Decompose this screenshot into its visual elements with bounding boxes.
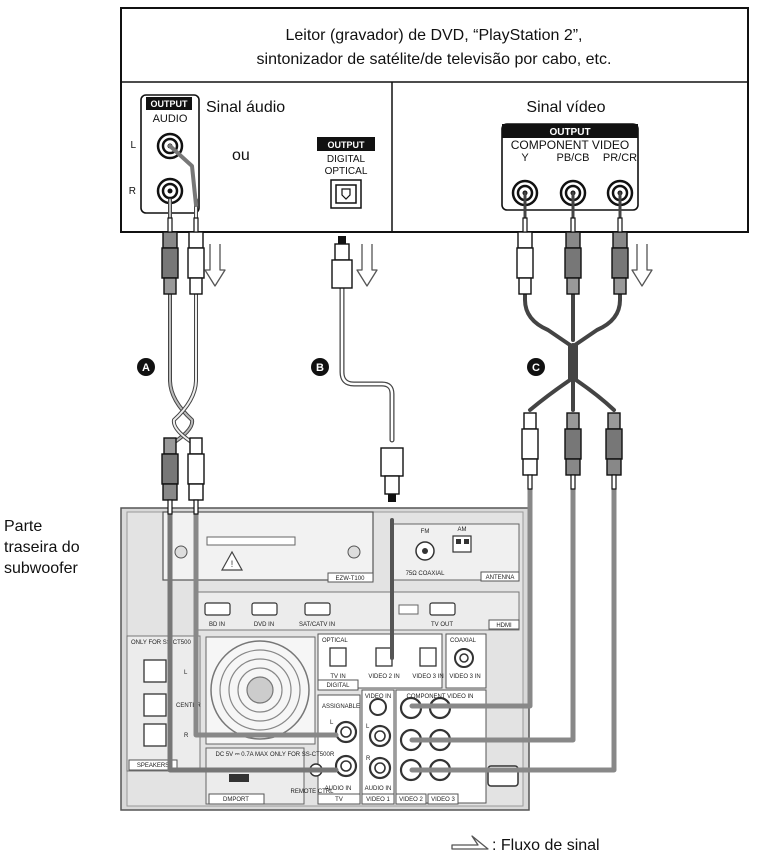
audio-label: AUDIO xyxy=(153,113,188,125)
svg-text:A: A xyxy=(142,362,150,374)
svg-text:VIDEO IN: VIDEO IN xyxy=(365,694,391,700)
ou-label: ou xyxy=(232,147,250,164)
subwoofer-rear-panel: ! EZW-T100 FM 75Ω COAXIAL AM ANTENNA xyxy=(120,507,530,811)
svg-text:ONLY FOR SS-CT500: ONLY FOR SS-CT500 xyxy=(131,640,191,646)
flow-arrow-icon xyxy=(451,835,489,850)
component-y-label: Y xyxy=(521,152,529,164)
svg-text:AUDIO IN: AUDIO IN xyxy=(325,786,352,792)
svg-text:B: B xyxy=(316,362,324,374)
flow-arrows xyxy=(204,243,653,287)
svg-text:OUTPUT: OUTPUT xyxy=(549,127,590,138)
svg-text:DC 5V ⎓ 0.7A MAX: DC 5V ⎓ 0.7A MAX xyxy=(216,752,268,758)
digital-label: DIGITAL xyxy=(327,683,351,689)
svg-text:L: L xyxy=(184,670,188,676)
optical-line1: DIGITAL xyxy=(327,154,366,165)
svg-text:OPTICAL: OPTICAL xyxy=(322,638,348,644)
source-device: Leitor (gravador) de DVD, “PlayStation 2… xyxy=(120,7,749,233)
component-pb-label: PB/CB xyxy=(556,152,589,164)
audio-left-label: L xyxy=(130,140,136,151)
digital-inputs: OPTICAL TV IN VIDEO 2 IN VIDEO 3 IN DIGI… xyxy=(317,633,487,691)
svg-text:OUTPUT: OUTPUT xyxy=(328,140,366,150)
audio-section-label: Sinal áudio xyxy=(206,99,285,116)
svg-text:REMOTE CTRL: REMOTE CTRL xyxy=(290,789,334,795)
cable-label-a: A xyxy=(137,358,155,376)
component-output-block: OUTPUT COMPONENT VIDEO Y PB/CB PR/CR xyxy=(501,123,639,211)
svg-text:SAT/CATV IN: SAT/CATV IN xyxy=(299,622,335,628)
svg-text:TV: TV xyxy=(335,797,343,803)
legend-text: : Fluxo de sinal xyxy=(492,837,600,854)
svg-text:R: R xyxy=(366,756,371,762)
hdmi-block: BD IN DVD IN SAT/CATV IN TV OUT HDMI xyxy=(195,591,520,631)
svg-text:BD IN: BD IN xyxy=(209,622,225,628)
svg-text:traseira do: traseira do xyxy=(4,539,80,556)
svg-text:subwoofer: subwoofer xyxy=(4,560,78,577)
svg-text:OUTPUT: OUTPUT xyxy=(151,99,189,109)
svg-text:L: L xyxy=(366,724,370,730)
svg-text:VIDEO 1: VIDEO 1 xyxy=(366,797,390,803)
svg-text:R: R xyxy=(330,752,335,758)
optical-output-block: OUTPUT DIGITAL OPTICAL xyxy=(317,137,375,209)
svg-text:Parte: Parte xyxy=(4,518,42,535)
svg-text:DVD IN: DVD IN xyxy=(254,622,274,628)
svg-text:!: ! xyxy=(231,559,234,569)
cables xyxy=(167,144,622,773)
optical-output-badge xyxy=(317,137,375,151)
audio-output-block: OUTPUT AUDIO L R xyxy=(129,94,200,214)
video-section-label: Sinal vídeo xyxy=(526,99,605,116)
component-pr-label: PR/CR xyxy=(603,152,637,164)
svg-text:CENTER: CENTER xyxy=(176,703,201,709)
antenna-block: FM 75Ω COAXIAL AM ANTENNA xyxy=(390,523,520,582)
speakers-label: SPEAKERS xyxy=(137,763,169,769)
ezw-label: EZW-T100 xyxy=(336,576,366,582)
analog-inputs: ASSIGNABLE L R AUDIO IN TV VIDEO IN L R … xyxy=(317,689,493,805)
device-title-line2: sintonizador de satélite/de televisão po… xyxy=(257,51,612,68)
antenna-label: ANTENNA xyxy=(486,575,515,581)
optical-line2: OPTICAL xyxy=(325,166,368,177)
subwoofer-label: Parte traseira do subwoofer xyxy=(4,518,80,577)
svg-text:VIDEO 2 IN: VIDEO 2 IN xyxy=(368,674,399,680)
audio-output-badge xyxy=(146,97,192,110)
component-output-badge xyxy=(502,124,638,138)
dmport-block: DC 5V ⎓ 0.7A MAX ONLY FOR SS-CT500 DMPOR… xyxy=(205,747,519,805)
cable-label-c: C xyxy=(527,358,545,376)
audio-right-label: R xyxy=(129,186,136,197)
speakers-block: ONLY FOR SS-CT500 L CENTER R SPEAKERS xyxy=(126,635,201,772)
svg-text:ONLY FOR SS-CT500: ONLY FOR SS-CT500 xyxy=(270,752,330,758)
svg-text:TV IN: TV IN xyxy=(330,674,345,680)
hdmi-label: HDMI xyxy=(496,623,512,629)
svg-text:VIDEO 2: VIDEO 2 xyxy=(399,797,423,803)
svg-text:C: C xyxy=(532,362,540,374)
svg-text:COAXIAL: COAXIAL xyxy=(450,638,477,644)
svg-text:L: L xyxy=(330,720,334,726)
svg-text:AUDIO IN: AUDIO IN xyxy=(365,786,392,792)
svg-text:VIDEO 3 IN: VIDEO 3 IN xyxy=(449,674,480,680)
svg-text:FM: FM xyxy=(421,529,430,535)
dmport-label: DMPORT xyxy=(223,797,249,803)
component-label: COMPONENT VIDEO xyxy=(511,138,629,152)
svg-text:75Ω COAXIAL: 75Ω COAXIAL xyxy=(406,571,445,577)
svg-text:R: R xyxy=(184,733,189,739)
cable-label-b: B xyxy=(311,358,329,376)
svg-text:AM: AM xyxy=(458,527,467,533)
fan xyxy=(205,636,316,745)
legend: : Fluxo de sinal xyxy=(451,835,600,854)
svg-text:VIDEO 3 IN: VIDEO 3 IN xyxy=(412,674,443,680)
svg-text:ASSIGNABLE: ASSIGNABLE xyxy=(322,704,360,710)
svg-text:TV OUT: TV OUT xyxy=(431,622,453,628)
device-title-line1: Leitor (gravador) de DVD, “PlayStation 2… xyxy=(285,27,582,44)
plugs xyxy=(161,217,629,515)
svg-text:VIDEO 3: VIDEO 3 xyxy=(431,797,455,803)
